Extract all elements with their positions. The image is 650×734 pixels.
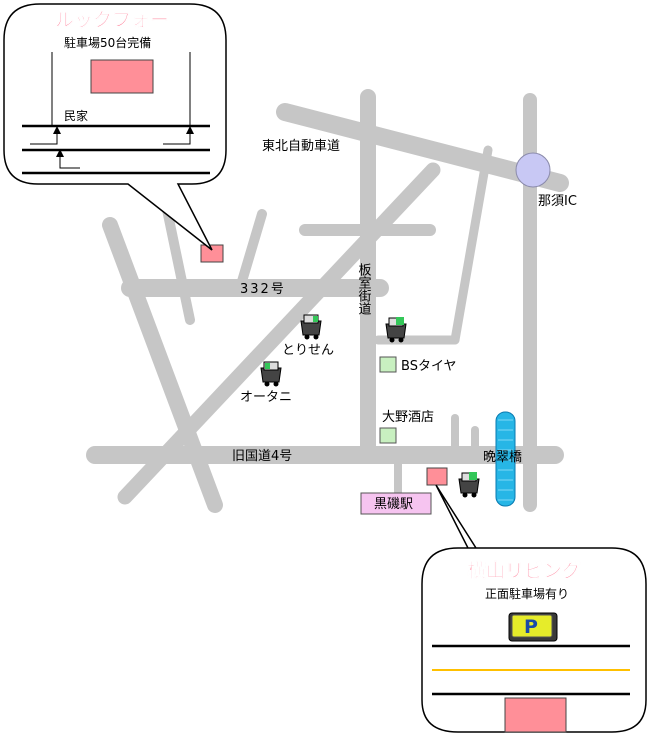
road-tohoku-expressway <box>276 103 569 192</box>
label-nasu-ic: 那須IC <box>538 194 577 209</box>
parking-sign-letter: P <box>524 616 538 638</box>
river-hatch <box>498 419 513 501</box>
label-bansuibashi: 晩翠橋 <box>483 450 522 465</box>
road-left-diagonal <box>102 217 223 513</box>
shop-icon-torisen <box>300 314 322 340</box>
label-kuroiso-station: 黒磯駅 <box>374 497 413 512</box>
yokoyama-building <box>504 697 567 733</box>
nasu-ic-circle <box>515 152 551 188</box>
yokoyama-callout: 横山リビング 正面駐車場有り P <box>421 484 647 733</box>
shop-icon-kaido <box>385 317 407 343</box>
kuroiso-station-box <box>360 492 432 515</box>
lookfor-parking-note: 駐車場50台完備 <box>64 35 151 50</box>
label-old-route4: 旧国道4号 <box>232 449 292 464</box>
lookfor-callout: ルックフォー 駐車場50台完備 民家 <box>3 3 227 251</box>
road-network <box>86 89 569 513</box>
lookfor-marker <box>200 244 224 263</box>
label-itamuro-kaido: 板室街道 <box>356 263 372 315</box>
shop-icon-otani <box>260 361 282 387</box>
yokoyama-parking-note: 正面駐車場有り <box>485 586 569 601</box>
lookfor-building <box>90 59 154 94</box>
yokoyama-marker <box>426 467 448 486</box>
road-small-mid <box>235 209 267 293</box>
shop-icon-bridge <box>458 472 480 498</box>
road-right-diagonal <box>450 145 493 345</box>
label-otani: オータニ <box>240 390 292 405</box>
label-tohoku-expressway: 東北自動車道 <box>262 138 340 154</box>
lookfor-title: ルックフォー <box>55 9 169 31</box>
yokoyama-title: 横山リビング <box>467 559 581 582</box>
ono-sake-marker <box>379 427 397 444</box>
bs-tire-marker <box>379 356 397 373</box>
label-torisen: とりせん <box>282 343 334 358</box>
label-minka: 民家 <box>64 108 88 123</box>
river <box>495 411 516 507</box>
label-ono-sake: 大野酒店 <box>382 410 434 425</box>
road-small-left <box>160 195 195 325</box>
label-route332: 332号 <box>240 282 286 297</box>
label-bs-tire: BSタイヤ <box>401 359 457 374</box>
